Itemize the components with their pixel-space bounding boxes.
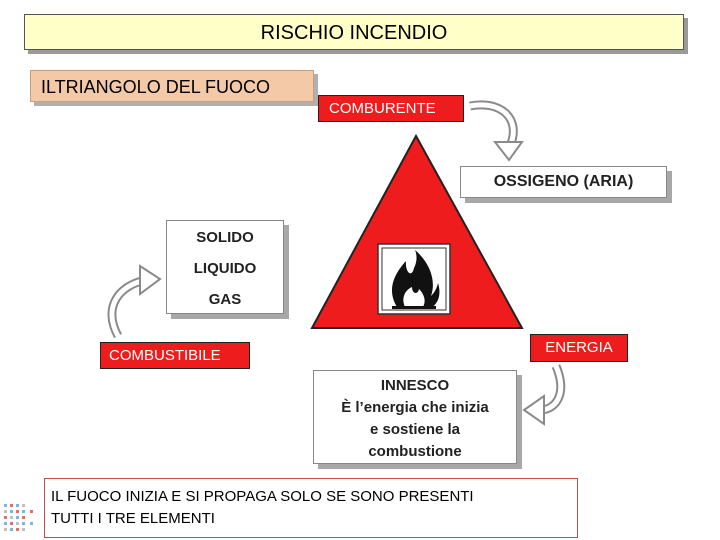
- curved-arrow-icon-oxygen: [469, 100, 524, 162]
- fire-triangle: [310, 133, 524, 329]
- conclusion-line-2: TUTTI I TRE ELEMENTI: [51, 510, 215, 527]
- page-title: RISCHIO INCENDIO: [24, 14, 684, 50]
- ignition-box: INNESCO È l’energia che inizia e sostien…: [313, 370, 517, 464]
- oxygen-box: OSSIGENO (ARIA): [460, 166, 667, 198]
- flame-icon: [377, 243, 451, 315]
- state-liquid: LIQUIDO: [193, 260, 257, 277]
- comburente-label: COMBURENTE: [318, 95, 464, 122]
- diagram-subtitle: ILTRIANGOLO DEL FUOCO: [30, 70, 314, 102]
- conclusion-line-1: IL FUOCO INIZIA E SI PROPAGA SOLO SE SON…: [51, 488, 474, 505]
- conclusion-text-box: IL FUOCO INIZIA E SI PROPAGA SOLO SE SON…: [44, 478, 578, 538]
- state-gas: GAS: [208, 291, 242, 308]
- ignition-line-3: combustione: [368, 443, 462, 460]
- state-solid: SOLIDO: [196, 229, 254, 246]
- ignition-line-2: e sostiene la: [369, 421, 461, 438]
- combustibile-label: COMBUSTIBILE: [100, 342, 250, 369]
- curved-arrow-icon-energy: [522, 364, 566, 426]
- energia-label: ENERGIA: [530, 334, 628, 362]
- decorative-dots: [4, 504, 33, 531]
- ignition-title: INNESCO: [380, 377, 450, 394]
- fuel-states-box: SOLIDO LIQUIDO GAS: [166, 220, 284, 314]
- curved-arrow-icon-fuel: [107, 264, 162, 339]
- ignition-line-1: È l’energia che inizia: [341, 399, 489, 416]
